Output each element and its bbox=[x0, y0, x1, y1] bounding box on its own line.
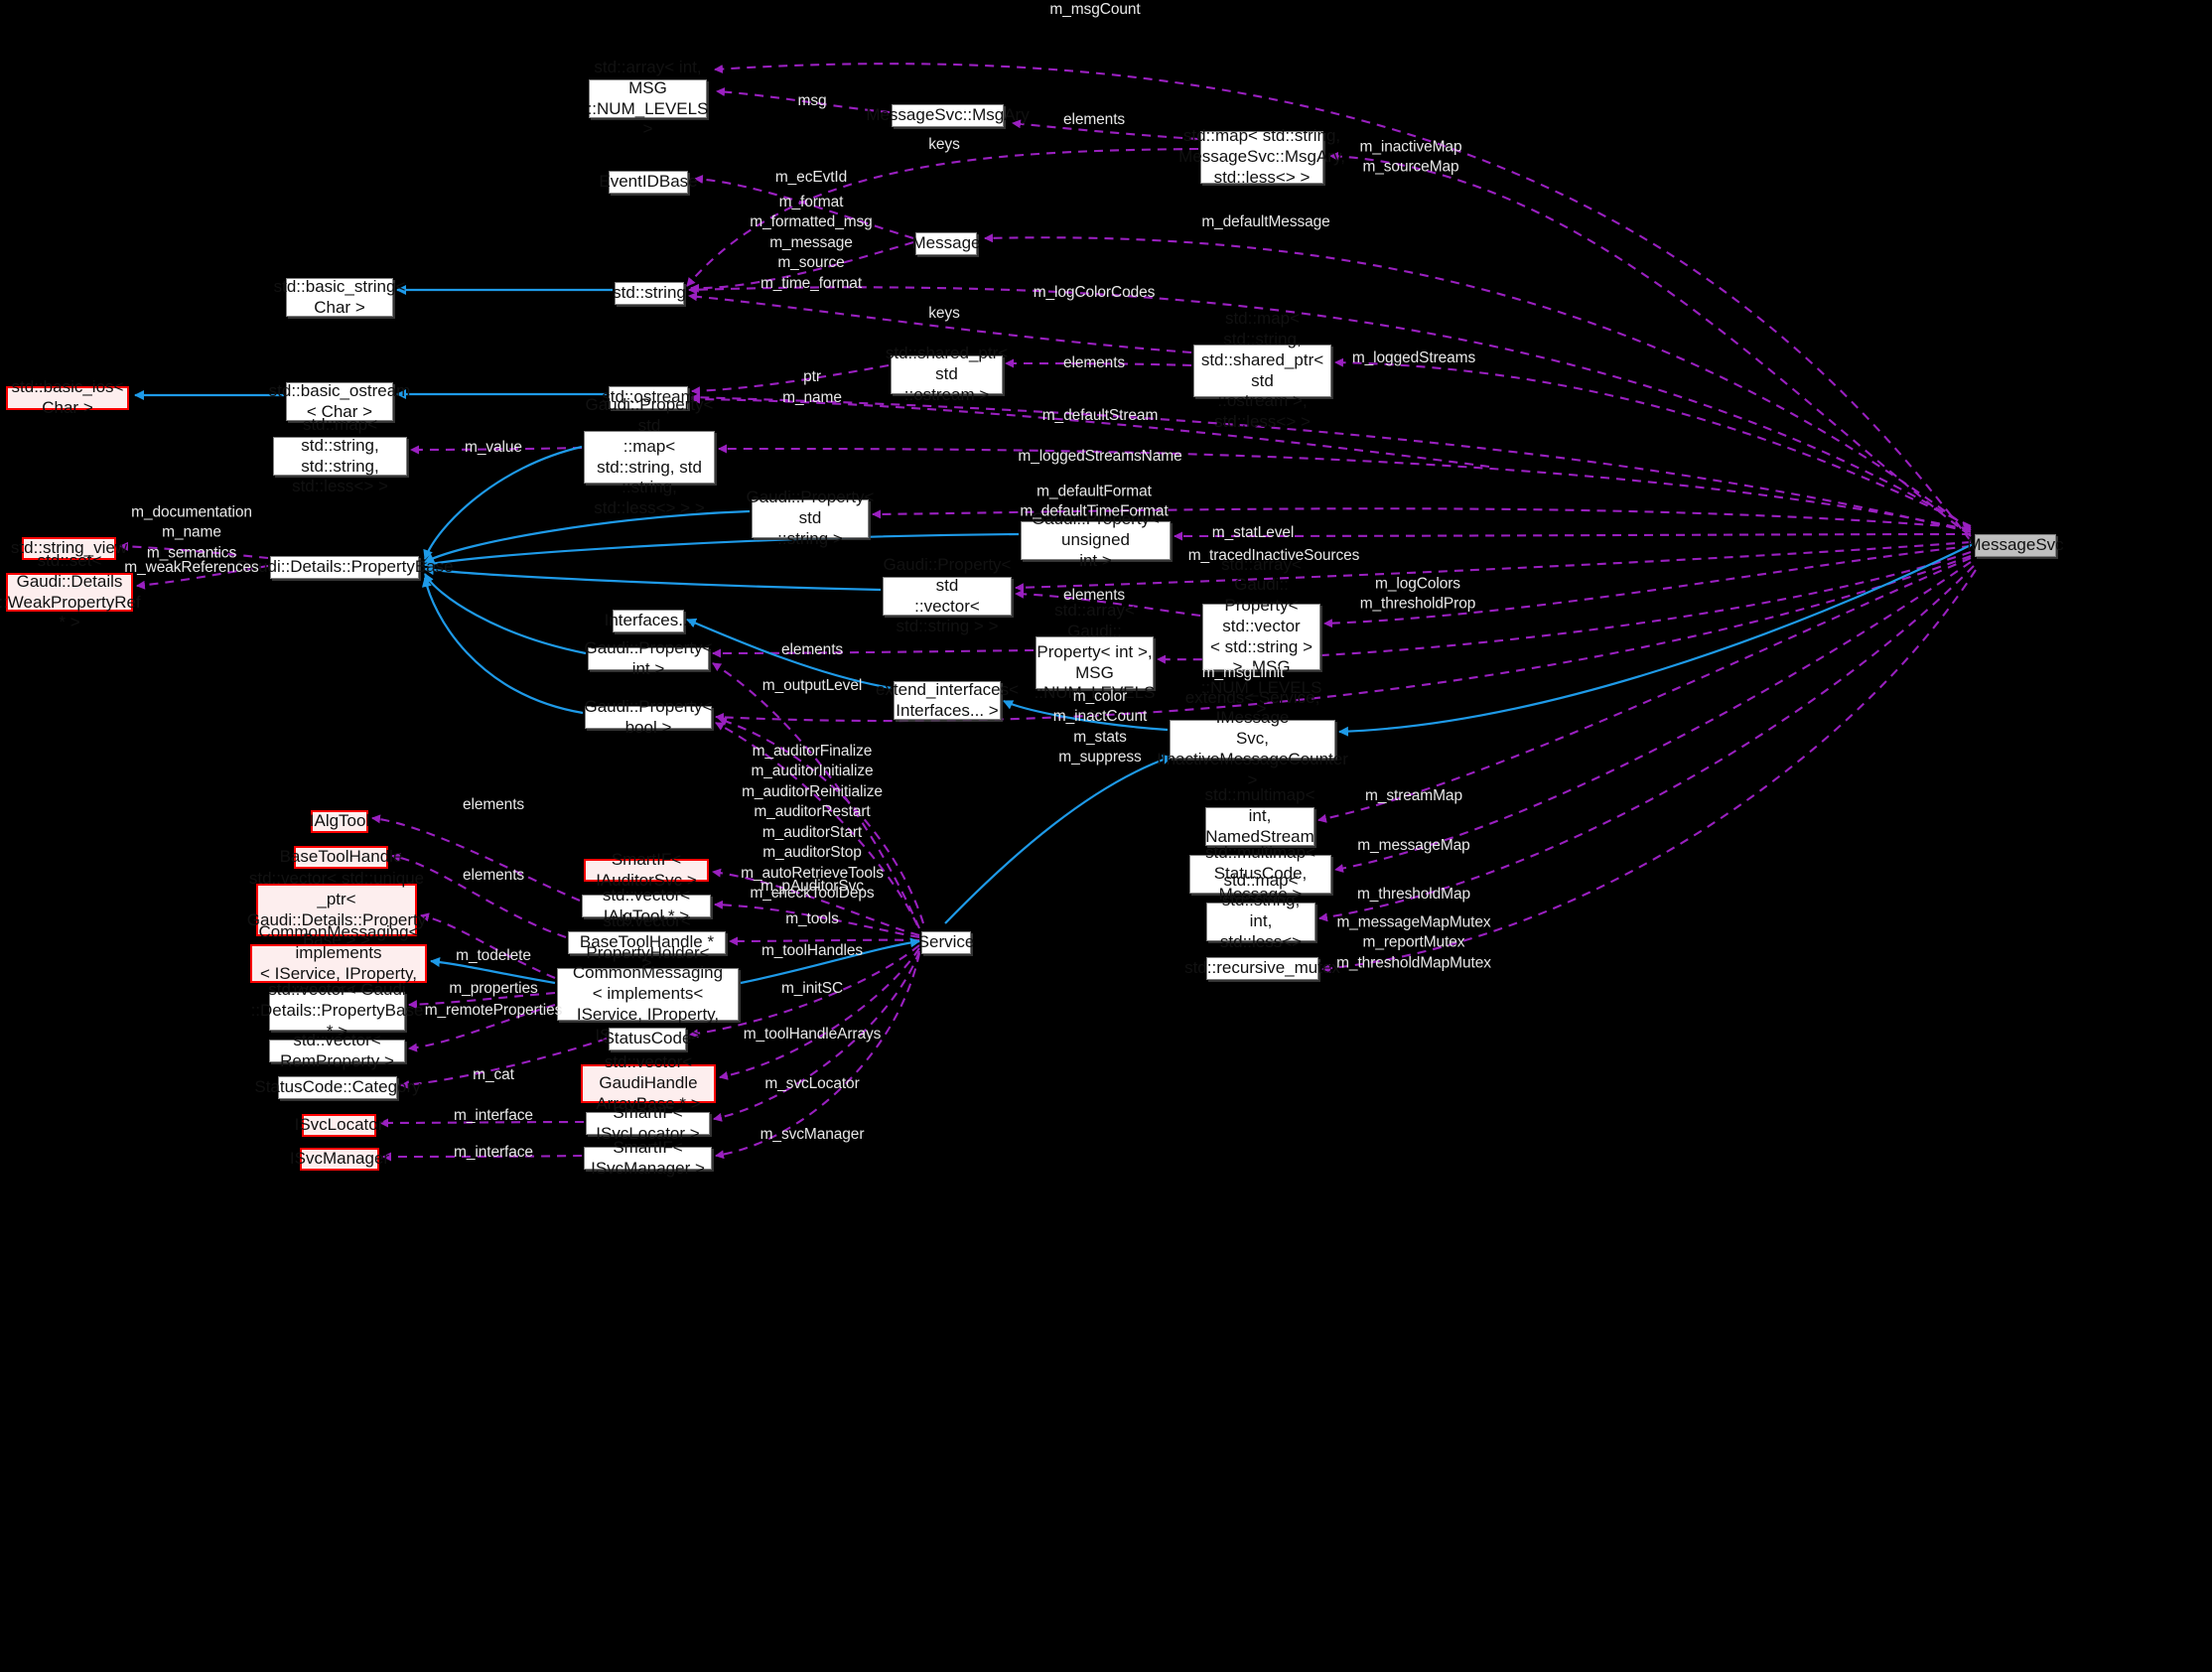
node-array-property-int[interactable]: std::array< Gaudi:: Property< int >, MSG… bbox=[1034, 601, 1156, 723]
edge-label-keys-ostream: keys bbox=[928, 304, 960, 322]
edge-label-m-tools: m_tools bbox=[785, 909, 839, 927]
edge-label-m-cat: m_cat bbox=[473, 1065, 514, 1083]
node-vector-remproperty[interactable]: std::vector< RemProperty > bbox=[269, 1031, 405, 1070]
edge-label-m-weakreferences: m_weakReferences bbox=[124, 558, 259, 576]
node-message[interactable]: Message bbox=[912, 232, 981, 255]
node-statuscode-category[interactable]: StatusCode::Category bbox=[254, 1076, 421, 1099]
node-array-property-vector-string[interactable]: std::array< Gaudi:: Property< std::vecto… bbox=[1200, 554, 1322, 718]
edge-label-m-name: m_name bbox=[782, 388, 842, 406]
edge-label-m-logcolors: m_logColors m_thresholdProp bbox=[1359, 575, 1476, 613]
node-messagesvc-current[interactable]: MessageSvc bbox=[1967, 534, 2064, 557]
node-service[interactable]: Service bbox=[918, 931, 974, 954]
node-interfaces[interactable]: Interfaces... bbox=[605, 610, 692, 632]
edge-label-m-inactivemap: m_inactiveMap m_sourceMap bbox=[1359, 138, 1462, 176]
node-property-vector-string[interactable]: Gaudi::Property< std ::vector< std::stri… bbox=[883, 555, 1012, 636]
node-vector-gaudihandlearraybase[interactable]: std::vector< GaudiHandle ArrayBase * > bbox=[581, 1052, 716, 1113]
edge-label-msg: msg bbox=[797, 91, 827, 109]
edge-label-m-ecevtid: m_ecEvtId bbox=[774, 168, 848, 186]
edge-label-m-documentation: m_documentation m_name m_semantics bbox=[131, 503, 252, 562]
edge-label-m-msglimit: m_msgLimit bbox=[1201, 663, 1285, 681]
node-multimap-int-namedstream[interactable]: std::multimap< int, NamedStream > bbox=[1204, 785, 1315, 866]
edge-label-m-statlevel: m_statLevel bbox=[1211, 523, 1295, 541]
node-smartif-isvclocator[interactable]: SmartIF< ISvcLocator > bbox=[586, 1103, 710, 1143]
node-std-basic-ostream[interactable]: std::basic_ostream < Char > bbox=[268, 380, 411, 421]
edge-label-elements-ostream: elements bbox=[1062, 353, 1126, 371]
edge-label-m-msgcount: m_msgCount bbox=[1049, 0, 1141, 18]
edge-label-ptr: ptr bbox=[803, 367, 821, 385]
edge-label-m-outputlevel: m_outputLevel bbox=[761, 676, 863, 694]
node-isvcmanager[interactable]: ISvcManager bbox=[290, 1148, 389, 1171]
node-propertyholder[interactable]: PropertyHolder< CommonMessaging < implem… bbox=[557, 943, 739, 1045]
edge-label-elements-msgary: elements bbox=[1062, 110, 1126, 128]
node-ialgtool[interactable]: IAlgTool bbox=[310, 810, 369, 833]
edge-label-m-loggedstreamsname: m_loggedStreamsName bbox=[1018, 447, 1182, 465]
node-smartif-iauditorsvc[interactable]: SmartIF< IAuditorSvc > bbox=[584, 850, 709, 890]
node-extends-service-imessagesvc[interactable]: extends< Service, IMessage Svc, IInactiv… bbox=[1157, 687, 1348, 789]
node-std-basic-string[interactable]: std::basic_string< Char > bbox=[273, 276, 406, 317]
node-std-ostream[interactable]: std::ostream bbox=[602, 386, 695, 409]
node-property-bool[interactable]: Gaudi::Property< bool > bbox=[584, 696, 713, 737]
node-property-int[interactable]: Gaudi::Property< int > bbox=[584, 637, 713, 678]
node-shared-ptr-ostream[interactable]: std::shared_ptr< std ::ostream > bbox=[885, 344, 1009, 404]
node-property-unsigned-int[interactable]: Gaudi::Property< unsigned int > bbox=[1021, 509, 1171, 570]
edge-label-m-interface-isvcmanager: m_interface bbox=[454, 1143, 533, 1161]
edge-label-m-initsc: m_initSC bbox=[780, 979, 844, 997]
node-std-basic-ios[interactable]: std::basic_ios< Char > bbox=[6, 377, 129, 417]
node-smartif-isvcmanager[interactable]: SmartIF< ISvcManager > bbox=[584, 1138, 712, 1178]
edge-label-m-properties: m_properties bbox=[449, 979, 538, 997]
edge-label-m-defaultstream: m_defaultStream bbox=[1041, 406, 1159, 424]
node-map-string-string[interactable]: std::map< std::string, std::string, std:… bbox=[273, 415, 407, 495]
edge-label-m-toolhandlearrays: m_toolHandleArrays bbox=[743, 1025, 882, 1043]
edge-label-m-todelete: m_todelete bbox=[456, 946, 531, 964]
node-property-map-string-string[interactable]: Gaudi::Property< std ::map< std::string,… bbox=[584, 395, 715, 517]
edge-label-m-svclocator: m_svcLocator bbox=[764, 1074, 860, 1092]
edge-label-elements-propvecstr: elements bbox=[1062, 586, 1126, 604]
node-messagesvc-msgary[interactable]: MessageSvc::MsgAry bbox=[866, 104, 1030, 127]
node-extend-interfaces[interactable]: extend_interfaces< Interfaces... > bbox=[875, 679, 1020, 720]
edge-label-m-svcmanager: m_svcManager bbox=[760, 1125, 865, 1143]
node-eventidbase[interactable]: EventIDBase bbox=[599, 171, 698, 194]
edge-label-m-loggedstreams: m_loggedStreams bbox=[1351, 348, 1476, 366]
node-std-array-int-msg[interactable]: std::array< int, MSG ::NUM_LEVELS > bbox=[587, 58, 709, 139]
edge-label-m-defaultformat: m_defaultFormat m_defaultTimeFormat bbox=[1020, 483, 1169, 520]
edge-label-elements-propint: elements bbox=[780, 640, 844, 658]
node-map-string-int[interactable]: std::map< std::string, int, std::less<> … bbox=[1206, 871, 1315, 972]
edge-label-m-messagemap: m_messageMap bbox=[1357, 836, 1470, 854]
node-commonmessaging[interactable]: CommonMessaging< implements < IService, … bbox=[250, 922, 427, 1003]
node-property-std-string[interactable]: Gaudi::Property< std ::string > bbox=[746, 488, 875, 548]
node-vector-basetoolhandle[interactable]: std::vector< BaseToolHandle * > bbox=[568, 911, 726, 972]
node-gaudi-details-propertybase[interactable]: Gaudi::Details::PropertyBase bbox=[235, 556, 454, 579]
edge-label-m-thresholdmap: m_thresholdMap bbox=[1356, 885, 1471, 903]
edge-label-m-format-group: m_format m_formatted_msg m_message m_sou… bbox=[750, 193, 873, 292]
edge-label-m-toolhandles: m_toolHandles bbox=[760, 941, 864, 959]
node-map-string-shared-ptr-ostream[interactable]: std::map< std::string, std::shared_ptr< … bbox=[1193, 309, 1331, 431]
edge-label-m-value: m_value bbox=[465, 438, 522, 456]
node-isvclocator[interactable]: ISvcLocator bbox=[295, 1114, 383, 1137]
edge-label-m-logcolorcodes: m_logColorCodes bbox=[1033, 283, 1156, 301]
node-basetoolhandle[interactable]: BaseToolHandle bbox=[280, 846, 402, 869]
edge-label-keys-msgary: keys bbox=[928, 135, 960, 153]
node-vector-propertybase-ptr[interactable]: std::vector< Gaudi ::Details::PropertyBa… bbox=[250, 980, 424, 1041]
edge-label-m-color-group: m_color m_inactCount m_stats m_suppress bbox=[1052, 688, 1148, 766]
edge-label-m-mutex-group: m_messageMapMutex m_reportMutex m_thresh… bbox=[1336, 913, 1491, 972]
node-std-recursive-mutex[interactable]: std::recursive_mutex bbox=[1184, 957, 1340, 980]
edge-label-m-streammap: m_streamMap bbox=[1365, 786, 1462, 804]
node-set-weakpropertyref[interactable]: std::set< Gaudi::Details ::WeakPropertyR… bbox=[0, 551, 141, 632]
edge-label-elements-ialgtool: elements bbox=[462, 795, 525, 813]
node-statuscode[interactable]: StatusCode bbox=[604, 1028, 691, 1050]
edge-label-m-interface-isvclocator: m_interface bbox=[454, 1106, 533, 1124]
edge-label-m-pauditorsvc: m_pAuditorSvc bbox=[760, 877, 864, 895]
node-std-string-view[interactable]: std::string_view bbox=[11, 537, 127, 560]
node-map-string-msgary[interactable]: std::map< std::string, MessageSvc::MsgAr… bbox=[1178, 126, 1345, 187]
edge-label-m-defaultmessage: m_defaultMessage bbox=[1201, 212, 1330, 230]
edge-label-m-remoteproperties: m_remoteProperties bbox=[424, 1001, 563, 1019]
edge-label-elements-basetoolhandle: elements bbox=[462, 866, 525, 884]
node-std-string[interactable]: std::string bbox=[613, 282, 686, 305]
edge-label-m-tracedinactivesources: m_tracedInactiveSources bbox=[1187, 546, 1360, 564]
